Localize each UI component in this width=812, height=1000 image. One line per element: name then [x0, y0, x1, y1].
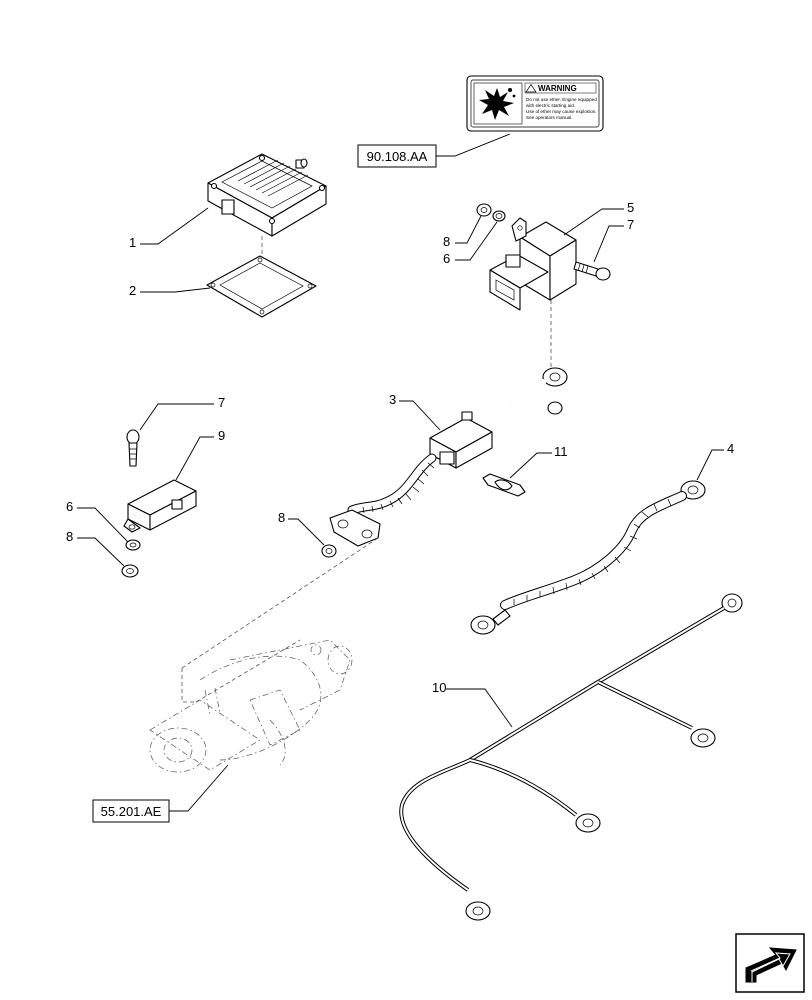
- callout-6a: 6: [443, 221, 498, 266]
- svg-text:6: 6: [443, 251, 450, 266]
- warning-line-1: Do not use ether. Engine equipped: [526, 97, 597, 102]
- warning-line-4: See operators manual.: [526, 115, 572, 120]
- explosion-icon: [479, 88, 516, 120]
- svg-text:11: 11: [554, 444, 568, 459]
- warning-decal: WARNING Do not use ether. Engine equippe…: [466, 75, 604, 132]
- callout-10: 10: [432, 680, 513, 728]
- svg-text:8: 8: [443, 234, 450, 249]
- gasket: [206, 255, 317, 318]
- svg-text:8: 8: [278, 510, 285, 525]
- svg-text:7: 7: [627, 217, 634, 232]
- callout-3: 3: [389, 392, 441, 431]
- callout-7b: 7: [139, 395, 225, 431]
- svg-text:3: 3: [389, 392, 396, 407]
- warning-triangle-icon: [525, 83, 537, 93]
- bolt: [573, 261, 611, 281]
- ref-warning-decal[interactable]: 90.108.AA: [357, 133, 511, 168]
- nut-washer-upper: [476, 203, 506, 222]
- svg-text:1: 1: [129, 235, 136, 250]
- ref-starter-motor[interactable]: 55.201.AE: [92, 764, 229, 823]
- ground-strap: [482, 473, 526, 497]
- ref-starter-motor-label: 55.201.AE: [101, 804, 162, 819]
- callout-6b: 6: [66, 499, 129, 543]
- svg-text:6: 6: [66, 499, 73, 514]
- callout-8c: 8: [66, 529, 125, 567]
- washer-nut-left: [121, 539, 141, 578]
- ground-cable-4: [470, 480, 706, 635]
- svg-text:4: 4: [727, 441, 734, 456]
- callout-1: 1: [129, 207, 209, 250]
- callout-8a: 8: [443, 215, 482, 249]
- relay-bracket: [489, 217, 577, 370]
- small-relay-module: [123, 479, 197, 533]
- warning-line-3: Use of ether may cause explosion.: [526, 109, 596, 114]
- nut-middle: [321, 544, 337, 558]
- svg-text:9: 9: [218, 428, 225, 443]
- wire-harness-10: [399, 593, 743, 921]
- starter-motor: [149, 537, 379, 773]
- warning-title: WARNING: [538, 84, 577, 93]
- callout-11: 11: [509, 444, 568, 479]
- svg-text:8: 8: [66, 529, 73, 544]
- callout-7a: 7: [593, 217, 634, 263]
- svg-text:2: 2: [129, 283, 136, 298]
- callout-8b: 8: [278, 510, 325, 546]
- bolt-left: [126, 429, 140, 467]
- next-page-arrow-icon[interactable]: [735, 933, 805, 993]
- callout-5: 5: [563, 200, 634, 236]
- svg-text:10: 10: [432, 680, 446, 695]
- control-module: [207, 153, 327, 256]
- ref-warning-decal-label: 90.108.AA: [367, 149, 428, 164]
- callout-4: 4: [696, 441, 734, 481]
- callout-9: 9: [175, 428, 225, 481]
- warning-line-2: with electric starting aid.: [526, 103, 575, 108]
- wire-harness-3: [329, 367, 568, 547]
- svg-text:5: 5: [627, 200, 634, 215]
- svg-text:7: 7: [218, 395, 225, 410]
- callout-2: 2: [129, 283, 211, 298]
